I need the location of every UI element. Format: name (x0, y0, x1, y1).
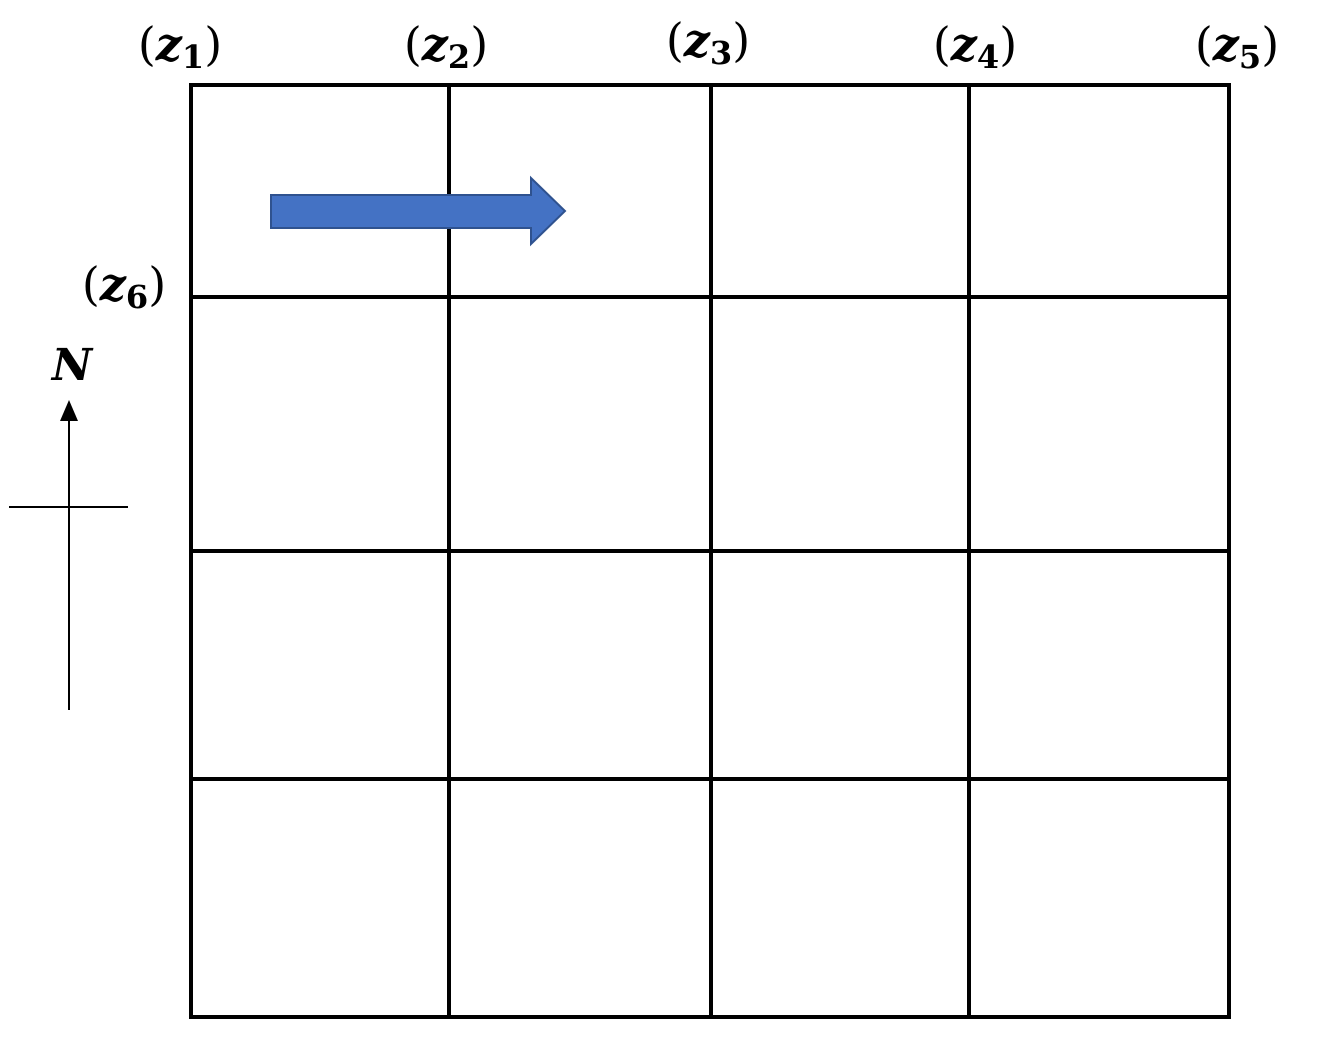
node-label-z3: (z3) (666, 13, 750, 72)
north-arrowhead-icon (60, 400, 78, 421)
compass-north-label: N (50, 340, 94, 391)
node-label-z5: (z5) (1195, 17, 1279, 76)
compass: N (9, 340, 128, 710)
node-label-z2: (z2) (404, 17, 488, 76)
node-label-z6: (z6) (82, 257, 166, 316)
node-label-z4: (z4) (933, 17, 1017, 76)
node-labels: (z1) (z2) (z3) (z4) (z5) (z6) (82, 13, 1279, 316)
heading-arrow (270, 175, 567, 247)
grid (189, 83, 1231, 1019)
node-label-z1: (z1) (138, 17, 222, 76)
